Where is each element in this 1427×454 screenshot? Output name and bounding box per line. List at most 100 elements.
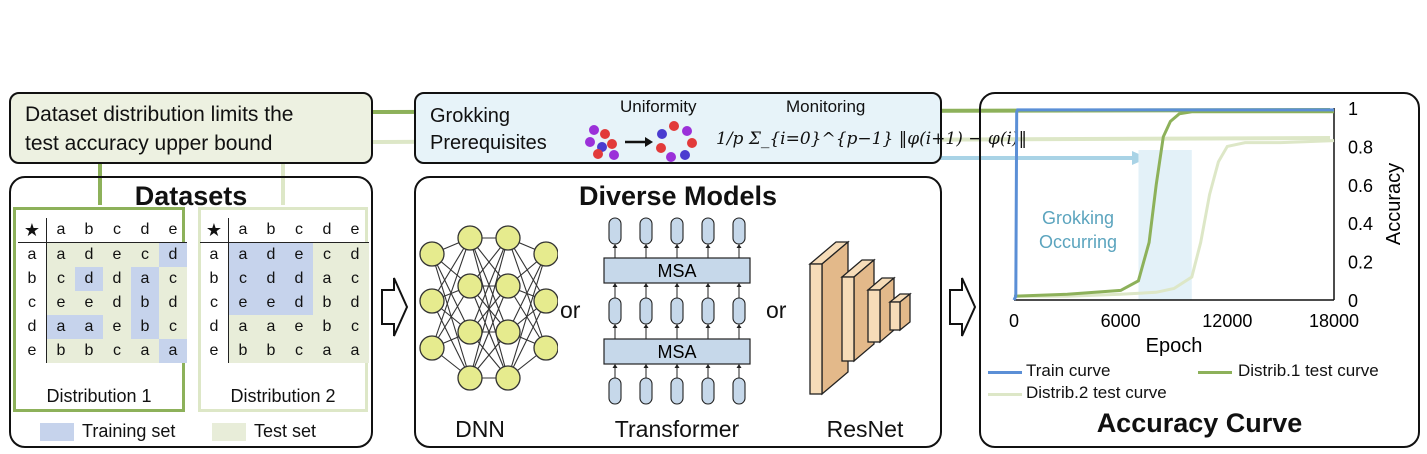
dot-icon (657, 129, 667, 139)
legend-test-label: Test set (254, 421, 317, 441)
dot-icon (687, 138, 697, 148)
y-tick-label: 0.2 (1348, 253, 1373, 273)
y-tick-label: 0.4 (1348, 214, 1373, 234)
token-node (670, 297, 684, 325)
token-arrow-head (612, 324, 618, 328)
column-header: c (103, 218, 131, 243)
accuracy-title: Accuracy Curve (1096, 408, 1303, 438)
token-node (670, 377, 684, 405)
token-arrow-head (705, 364, 711, 368)
distribution-1-cell: b (131, 291, 159, 315)
column-header: d (131, 218, 159, 243)
x-tick-label: 0 (1009, 311, 1019, 331)
distribution-2-cell: b (228, 339, 257, 363)
distribution-1-cell: a (131, 267, 159, 291)
distribution-2-cell: b (313, 291, 341, 315)
dnn-connection (507, 253, 547, 333)
row-header: a (200, 242, 229, 267)
token-node (608, 297, 622, 325)
token-arrow-head (705, 324, 711, 328)
distribution-2-cell: a (313, 339, 341, 363)
neuron-node (495, 225, 521, 251)
grokking-prerequisites-box: Grokking Prerequisites Uniformity Monito… (414, 92, 1027, 164)
y-tick-label: 1 (1348, 99, 1358, 119)
neuron-node (419, 288, 445, 314)
token-node (670, 217, 684, 245)
grokking-region (1138, 150, 1192, 300)
column-header: a (46, 218, 75, 243)
uniformity-label: Uniformity (620, 97, 697, 116)
distribution-1-cell: d (103, 267, 131, 291)
token-node (639, 377, 653, 405)
dnn-label: DNN (455, 416, 505, 442)
distribution-1-cell: c (159, 267, 187, 291)
distribution-1-cell: e (103, 315, 131, 339)
token-node (639, 297, 653, 325)
monitoring-formula: 1/p Σ_{i=0}^{p−1} ‖φ(i+1) − φ(i)‖ (716, 129, 1028, 149)
column-header: a (228, 218, 257, 243)
monitoring-label: Monitoring (786, 97, 866, 116)
distribution-2-cell: c (228, 267, 257, 291)
dnn-connection (431, 237, 471, 349)
neuron-node (457, 365, 483, 391)
distribution-1-cell: b (46, 339, 75, 363)
row-header: d (200, 315, 229, 339)
token-arrow-head (705, 283, 711, 287)
dot-icon (600, 129, 610, 139)
distribution-2-cell: e (228, 291, 257, 315)
token-node (701, 297, 715, 325)
transformer-label: Transformer (614, 416, 740, 442)
y-tick-label: 0.8 (1348, 137, 1373, 157)
token-node (639, 217, 653, 245)
token-arrow-head (612, 244, 618, 248)
row-header: c (200, 291, 229, 315)
transformer-diagram: MSA MSA (603, 217, 751, 405)
token-node (701, 377, 715, 405)
y-tick-label: 0.6 (1348, 176, 1373, 196)
distribution-1-cell: a (131, 339, 159, 363)
token-node (701, 217, 715, 245)
neuron-node (495, 273, 521, 299)
dot-icon (589, 125, 599, 135)
operation-star-header: ★ (200, 218, 229, 243)
dot-icon (680, 150, 690, 160)
distribution-1-cell: a (46, 315, 75, 339)
distribution-2-label: Distribution 2 (230, 386, 336, 406)
chart-legend-train-label: Train curve (1026, 361, 1111, 380)
or-label-2: or (766, 297, 787, 323)
token-arrow-head (736, 244, 742, 248)
distribution-2-cell: d (341, 291, 369, 315)
arrow-head-icon (645, 137, 653, 147)
dot-icon (607, 139, 617, 149)
neuron-node (533, 335, 558, 361)
distribution-2-cell: a (341, 339, 369, 363)
distribution-2-cell: c (341, 315, 369, 339)
grokking-label-line2: Occurring (1039, 232, 1117, 252)
series-line (1012, 108, 1334, 301)
row-header: d (18, 315, 47, 339)
distribution-1-cell: d (159, 291, 187, 315)
datasets-title: Datasets (134, 181, 248, 211)
legend-training-swatch (40, 423, 74, 441)
distribution-1-cell: d (159, 242, 187, 267)
token-arrow-head (736, 364, 742, 368)
distribution-2-cell: d (257, 242, 285, 267)
distribution-2-cell: c (285, 339, 313, 363)
grokking-label-line1: Grokking (1042, 208, 1114, 228)
token-arrow-head (612, 364, 618, 368)
distribution-1-cell: e (46, 291, 75, 315)
distribution-1-cell: e (75, 291, 103, 315)
distribution-note-box: Dataset distribution limits the test acc… (9, 92, 373, 164)
dnn-connection (469, 285, 509, 379)
row-header: b (18, 267, 47, 291)
distribution-note-line1: Dataset distribution limits the (25, 103, 294, 126)
token-arrow-head (705, 244, 711, 248)
neuron-node (457, 273, 483, 299)
token-arrow-head (643, 244, 649, 248)
